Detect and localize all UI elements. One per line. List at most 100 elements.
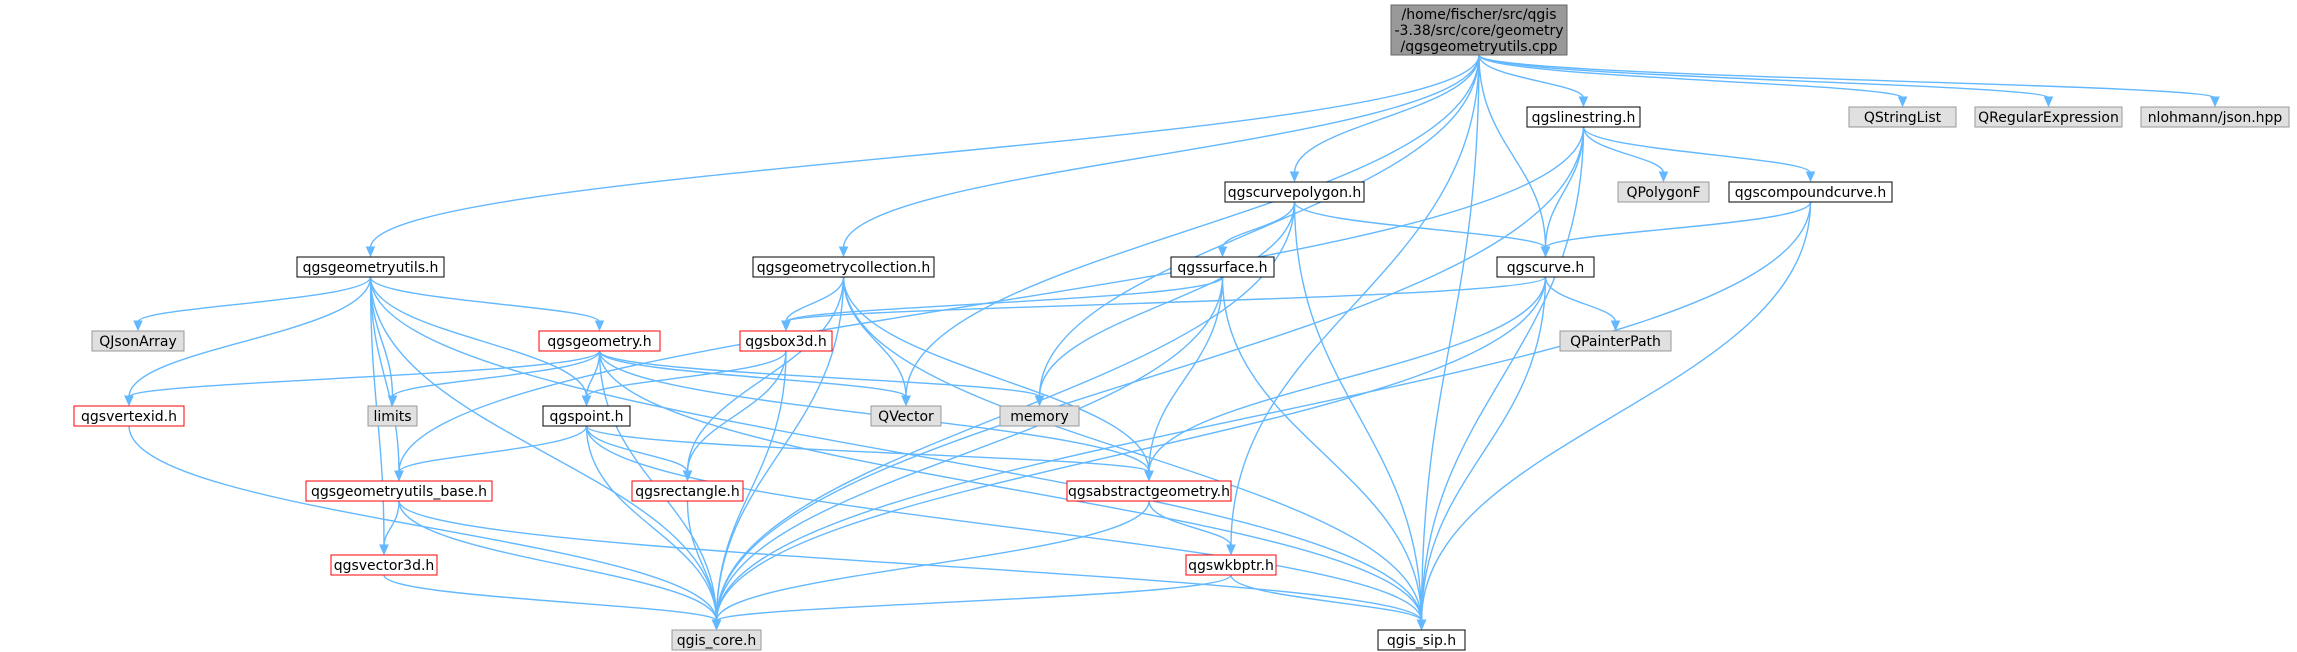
edge-qgscurve-to-qgsabstractgeometry [1148, 276, 1547, 473]
arrowhead-qgslinestring-to-qpolygonf [1658, 171, 1669, 183]
node-label-qpainterpath: QPainterPath [1570, 334, 1661, 350]
edge-qgswkbptr-to-qgis_core [715, 574, 1232, 622]
node-qgsgeometryutils_base[interactable]: qgsgeometryutils_base.h [305, 480, 493, 502]
node-label-qgsabstractgeometry: qgsabstractgeometry.h [1068, 484, 1230, 500]
node-qgsabstractgeometry[interactable]: qgsabstractgeometry.h [1066, 480, 1232, 502]
edge-qgsgeometry-to-memory [598, 350, 1041, 398]
arrowhead-qgscompoundcurve-to-qgscurve [1540, 246, 1551, 258]
edge-qgsgeometryutils-to-qgis_sip [369, 276, 1423, 622]
node-qstringlist: QStringList [1848, 106, 1957, 128]
node-label-qregularexpression: QRegularExpression [1978, 110, 2119, 126]
node-qregularexpression: QRegularExpression [1974, 106, 2123, 128]
node-qpainterpath: QPainterPath [1559, 330, 1672, 352]
edge-qgscurvepolygon-to-qgis_sip [1293, 201, 1423, 622]
node-label-qgis_core: qgis_core.h [677, 633, 757, 649]
node-box-qgsgeometryutils [296, 256, 445, 278]
edge-root-to-qgscurvepolygon [1293, 54, 1480, 174]
node-box-qgsgeometryutils_base [305, 480, 493, 502]
node-qgscurve[interactable]: qgscurve.h [1496, 256, 1595, 278]
node-root[interactable]: /home/fischer/src/qgis-3.38/src/core/geo… [1390, 4, 1568, 56]
edge-qgsgeometry-to-qvector [598, 350, 907, 398]
node-label-qgscurve: qgscurve.h [1507, 260, 1585, 276]
arrowhead-qgsbox3d-to-qgspoint [581, 395, 592, 407]
node-qgssurface[interactable]: qgssurface.h [1170, 256, 1275, 278]
node-box-qgsvertexid [73, 405, 185, 427]
node-label-limits: limits [373, 409, 411, 425]
arrowhead-qgswkbptr-to-qgis_core [711, 619, 722, 631]
node-box-qpainterpath [1559, 330, 1672, 352]
node-label-qgis_sip: qgis_sip.h [1387, 633, 1456, 649]
edge-qgspoint-to-qgsrectangle [585, 425, 689, 473]
arrowhead-root-to-qregularexpression [2043, 96, 2054, 108]
node-box-qgslinestring [1526, 106, 1641, 128]
arrowhead-root-to-qgscurvepolygon [1289, 171, 1300, 183]
node-box-qgsabstractgeometry [1066, 480, 1232, 502]
arrowhead-qgsgeometryutils_base-to-qgsvector3d [379, 544, 389, 556]
node-label-qgsvector3d: qgsvector3d.h [334, 558, 435, 574]
arrowhead-qgslinestring-to-qgscompoundcurve [1805, 171, 1816, 183]
arrowhead-qgsabstractgeometry-to-qgswkbptr [1226, 544, 1236, 556]
node-label-qgsgeometry: qgsgeometry.h [547, 334, 651, 350]
node-label-qgsrectangle: qgsrectangle.h [635, 484, 739, 500]
node-box-qgsvector3d [330, 554, 438, 576]
node-qgsvector3d[interactable]: qgsvector3d.h [330, 554, 438, 576]
edge-root-to-qgslinestring [1478, 54, 1585, 99]
node-label-qgssurface: qgssurface.h [1177, 260, 1267, 276]
edge-qgsgeometryutils-to-qgspoint [369, 276, 588, 398]
edge-qgsgeometryutils-to-qgsgeometry [369, 276, 601, 323]
node-qgscompoundcurve[interactable]: qgscompoundcurve.h [1728, 181, 1893, 203]
node-qgsvertexid[interactable]: qgsvertexid.h [73, 405, 185, 427]
node-qgsrectangle[interactable]: qgsrectangle.h [631, 480, 744, 502]
edge-qgsgeometryutils-to-qgis_core [369, 276, 718, 622]
arrowhead-qgsgeometry-to-qvector [901, 395, 911, 407]
node-memory: memory [999, 405, 1080, 427]
edge-qgsgeometry-to-qgsvertexid [128, 350, 601, 398]
node-qgsgeometry[interactable]: qgsgeometry.h [538, 330, 661, 352]
edge-qgscurve-to-qgis_sip [1420, 276, 1547, 622]
arrowhead-qgswkbptr-to-qgis_sip [1416, 619, 1427, 631]
edge-root-to-qregularexpression [1478, 54, 2050, 99]
node-label-qgswkbptr: qgswkbptr.h [1188, 558, 1274, 574]
edge-qgsgeometryutils-to-qgsgeometryutils_base [369, 276, 400, 473]
edge-qgscurve-to-qgis_core [715, 276, 1547, 622]
node-box-qgscompoundcurve [1728, 181, 1893, 203]
node-qgslinestring[interactable]: qgslinestring.h [1526, 106, 1641, 128]
edge-qgslinestring-to-qgis_sip [1420, 126, 1585, 622]
node-qgis_sip[interactable]: qgis_sip.h [1377, 629, 1466, 651]
node-label-qgsgeometrycollection: qgsgeometrycollection.h [757, 260, 930, 276]
node-qgsgeometryutils[interactable]: qgsgeometryutils.h [296, 256, 445, 278]
edge-qgsrectangle-to-qgis_core [686, 500, 718, 622]
edge-qgsgeometrycollection-to-qgsbox3d [785, 276, 845, 323]
edge-root-to-qgsgeometrycollection [842, 54, 1480, 249]
node-box-qgis_sip [1377, 629, 1466, 651]
edge-qgscompoundcurve-to-qgscurve [1544, 201, 1812, 249]
node-box-qjsonarray [91, 330, 185, 352]
node-qgsbox3d[interactable]: qgsbox3d.h [739, 330, 833, 352]
node-box-qgswkbptr [1185, 554, 1277, 576]
node-qgswkbptr[interactable]: qgswkbptr.h [1185, 554, 1277, 576]
arrowhead-qgscurvepolygon-to-qgssurface [1217, 246, 1228, 258]
node-limits: limits [367, 405, 418, 427]
node-label-qgspoint: qgspoint.h [549, 409, 623, 425]
edge-qgsgeometry-to-limits [391, 350, 601, 398]
node-box-qgscurvepolygon [1224, 181, 1365, 203]
edge-qgsabstractgeometry-to-qgis_core [715, 500, 1150, 622]
node-qgis_core: qgis_core.h [671, 629, 762, 651]
node-box-memory [999, 405, 1080, 427]
node-box-root [1390, 4, 1568, 56]
node-box-qgscurve [1496, 256, 1595, 278]
edge-qgswkbptr-to-qgis_sip [1230, 574, 1423, 622]
edge-qgssurface-to-qgis_core [715, 276, 1224, 622]
arrowhead-qgscurve-to-qpainterpath [1610, 320, 1621, 332]
edge-qgsvertexid-to-qgis_core [128, 425, 718, 622]
edge-qgsvector3d-to-qgis_core [383, 574, 718, 622]
edge-root-to-qstringlist [1478, 54, 1904, 99]
node-qgscurvepolygon[interactable]: qgscurvepolygon.h [1224, 181, 1365, 203]
node-qgsgeometrycollection[interactable]: qgsgeometrycollection.h [752, 256, 935, 278]
node-label-qvector: QVector [878, 409, 934, 425]
node-box-qstringlist [1848, 106, 1957, 128]
node-label-qgscompoundcurve: qgscompoundcurve.h [1735, 185, 1887, 201]
node-qgspoint[interactable]: qgspoint.h [542, 405, 631, 427]
arrowhead-root-to-qgsgeometryutils [365, 246, 376, 258]
node-label-qgscurvepolygon: qgscurvepolygon.h [1228, 185, 1362, 201]
